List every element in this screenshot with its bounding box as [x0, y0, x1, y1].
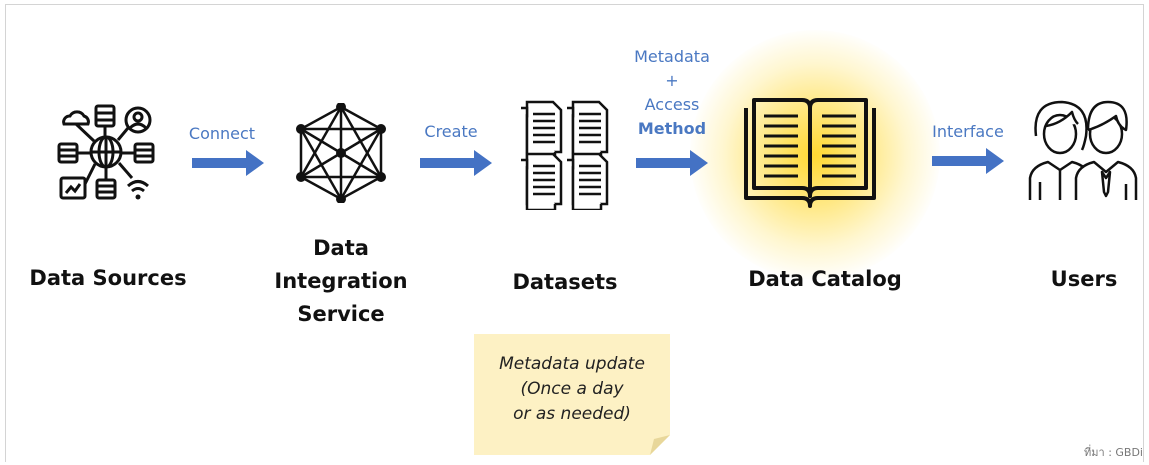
method-line: Method	[637, 119, 707, 138]
network-hub-icon	[57, 104, 155, 200]
note-fold	[650, 435, 670, 455]
integration-line-3: Service	[297, 302, 385, 326]
node-label-integration: Data Integration Service	[258, 232, 424, 331]
metadata-access-label: Metadata + Access Method	[614, 45, 730, 141]
note-line-2: (Once a day	[520, 379, 624, 399]
node-label-users: Users	[1050, 267, 1118, 291]
metadata-update-note: Metadata update (Once a day or as needed…	[474, 334, 670, 455]
open-book-icon	[744, 98, 876, 208]
connect-label: Connect	[188, 124, 256, 143]
diagram-frame	[5, 4, 1144, 462]
plus-line: +	[665, 71, 679, 90]
note-line-1: Metadata update	[499, 354, 645, 374]
arrow-interface	[932, 148, 1004, 174]
create-label: Create	[424, 122, 478, 141]
source-credit: ที่มา : GBDi	[1084, 446, 1143, 459]
node-label-catalog: Data Catalog	[748, 267, 902, 291]
users-icon	[1028, 100, 1138, 200]
note-line-3: or as needed)	[513, 404, 631, 424]
node-label-datasets: Datasets	[512, 270, 618, 294]
integration-line-1: Data	[313, 236, 369, 260]
node-label-data-sources: Data Sources	[29, 266, 187, 290]
arrow-metadata	[636, 150, 708, 176]
documents-icon	[521, 100, 609, 210]
arrow-connect	[192, 150, 264, 176]
integration-line-2: Integration	[274, 269, 408, 293]
metadata-line: Metadata	[634, 47, 710, 66]
interface-label: Interface	[932, 122, 1004, 141]
catalog-glow	[690, 30, 940, 280]
arrow-create	[420, 150, 492, 176]
access-line: Access	[644, 95, 700, 114]
mesh-network-icon	[296, 103, 386, 203]
